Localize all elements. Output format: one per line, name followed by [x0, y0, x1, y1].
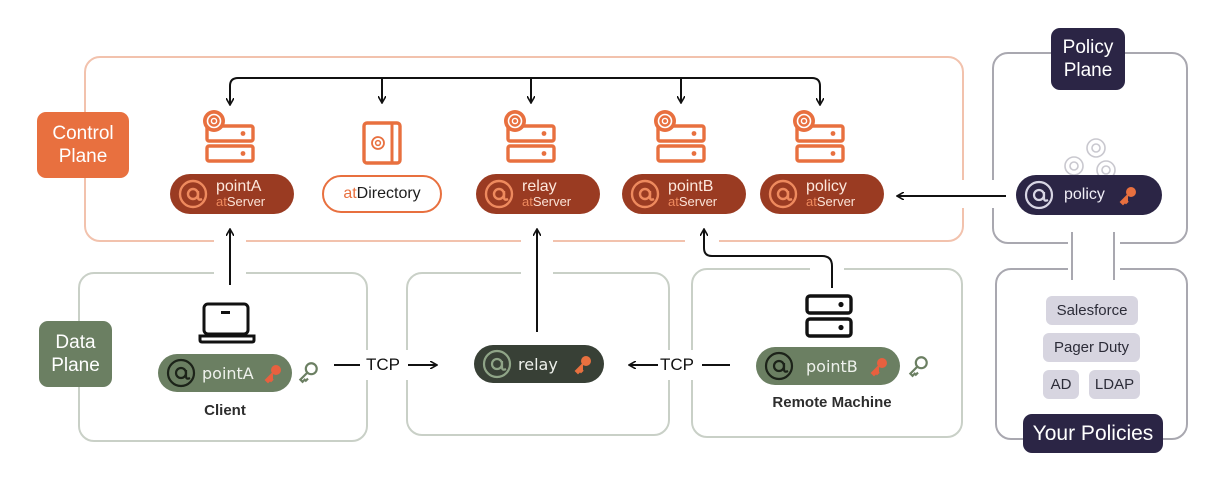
server-name: pointB — [668, 178, 714, 195]
server-suffix: Server — [678, 194, 718, 209]
at-icon — [764, 351, 794, 381]
pointb-remote-pill[interactable]: pointB — [756, 347, 900, 385]
pointb-atserver[interactable]: pointB atServer — [622, 174, 746, 214]
at-icon — [482, 349, 512, 379]
data-plane-tag: Data Plane — [39, 321, 112, 387]
relay-name: relay — [518, 354, 558, 374]
your-policies-tag: Your Policies — [1023, 414, 1163, 453]
at-icon — [178, 179, 208, 209]
client-name: pointA — [202, 363, 254, 383]
pointa-client-pill[interactable]: pointA — [158, 354, 292, 392]
key-icon — [1119, 187, 1136, 206]
relay-pill[interactable]: relay — [474, 345, 604, 383]
tcp-label-right: TCP — [660, 355, 694, 374]
key-icon — [574, 356, 591, 375]
relay-atserver[interactable]: relay atServer — [476, 174, 600, 214]
server-name: pointA — [216, 178, 262, 195]
server-name: policy — [806, 178, 847, 195]
control-plane-tag: Control Plane — [37, 112, 129, 178]
policy-chip-ldap[interactable]: LDAP — [1089, 370, 1140, 399]
remote-caption: Remote Machine — [772, 394, 892, 411]
server-name: relay — [522, 178, 557, 195]
control-plane-frame — [84, 56, 964, 242]
public-key-icon — [298, 362, 318, 384]
remote-name: pointB — [806, 356, 858, 376]
policy-service[interactable]: policy — [1016, 175, 1162, 215]
policy-plane-label-2: Plane — [1063, 60, 1113, 81]
server-suffix: Server — [226, 194, 266, 209]
key-icon — [264, 365, 281, 384]
client-caption: Client — [204, 402, 246, 419]
directory-prefix: at — [343, 185, 357, 202]
policy-chip-pagerduty[interactable]: Pager Duty — [1043, 333, 1140, 362]
data-plane-label-1: Data — [55, 332, 96, 353]
policy-plane-label-1: Policy — [1062, 37, 1114, 58]
laptop-icon — [198, 302, 256, 344]
server-prefix: at — [668, 194, 679, 209]
at-icon — [630, 179, 660, 209]
server-suffix: Server — [816, 194, 856, 209]
control-plane-label-1: Control — [52, 123, 114, 144]
server-suffix: Server — [532, 194, 572, 209]
public-key-icon — [908, 356, 928, 378]
policy-atserver[interactable]: policy atServer — [760, 174, 884, 214]
control-plane-label-2: Plane — [58, 146, 108, 167]
your-policies-label: Your Policies — [1032, 422, 1154, 445]
data-plane-label-2: Plane — [51, 355, 100, 376]
policy-chip-ad[interactable]: AD — [1043, 370, 1079, 399]
at-icon — [166, 358, 196, 388]
pointa-atserver[interactable]: pointA atServer — [170, 174, 294, 214]
server-prefix: at — [216, 194, 227, 209]
policy-service-name: policy — [1064, 186, 1105, 203]
server-icon — [805, 294, 853, 338]
tcp-label-left: TCP — [366, 355, 400, 374]
server-prefix: at — [522, 194, 533, 209]
directory-suffix: Directory — [356, 185, 421, 202]
at-icon — [484, 179, 514, 209]
key-icon — [870, 358, 887, 377]
server-prefix: at — [806, 194, 817, 209]
policy-chip-salesforce[interactable]: Salesforce — [1046, 296, 1138, 325]
policy-plane-tag: Policy Plane — [1051, 28, 1125, 90]
at-icon — [1024, 180, 1054, 210]
at-icon — [768, 179, 798, 209]
